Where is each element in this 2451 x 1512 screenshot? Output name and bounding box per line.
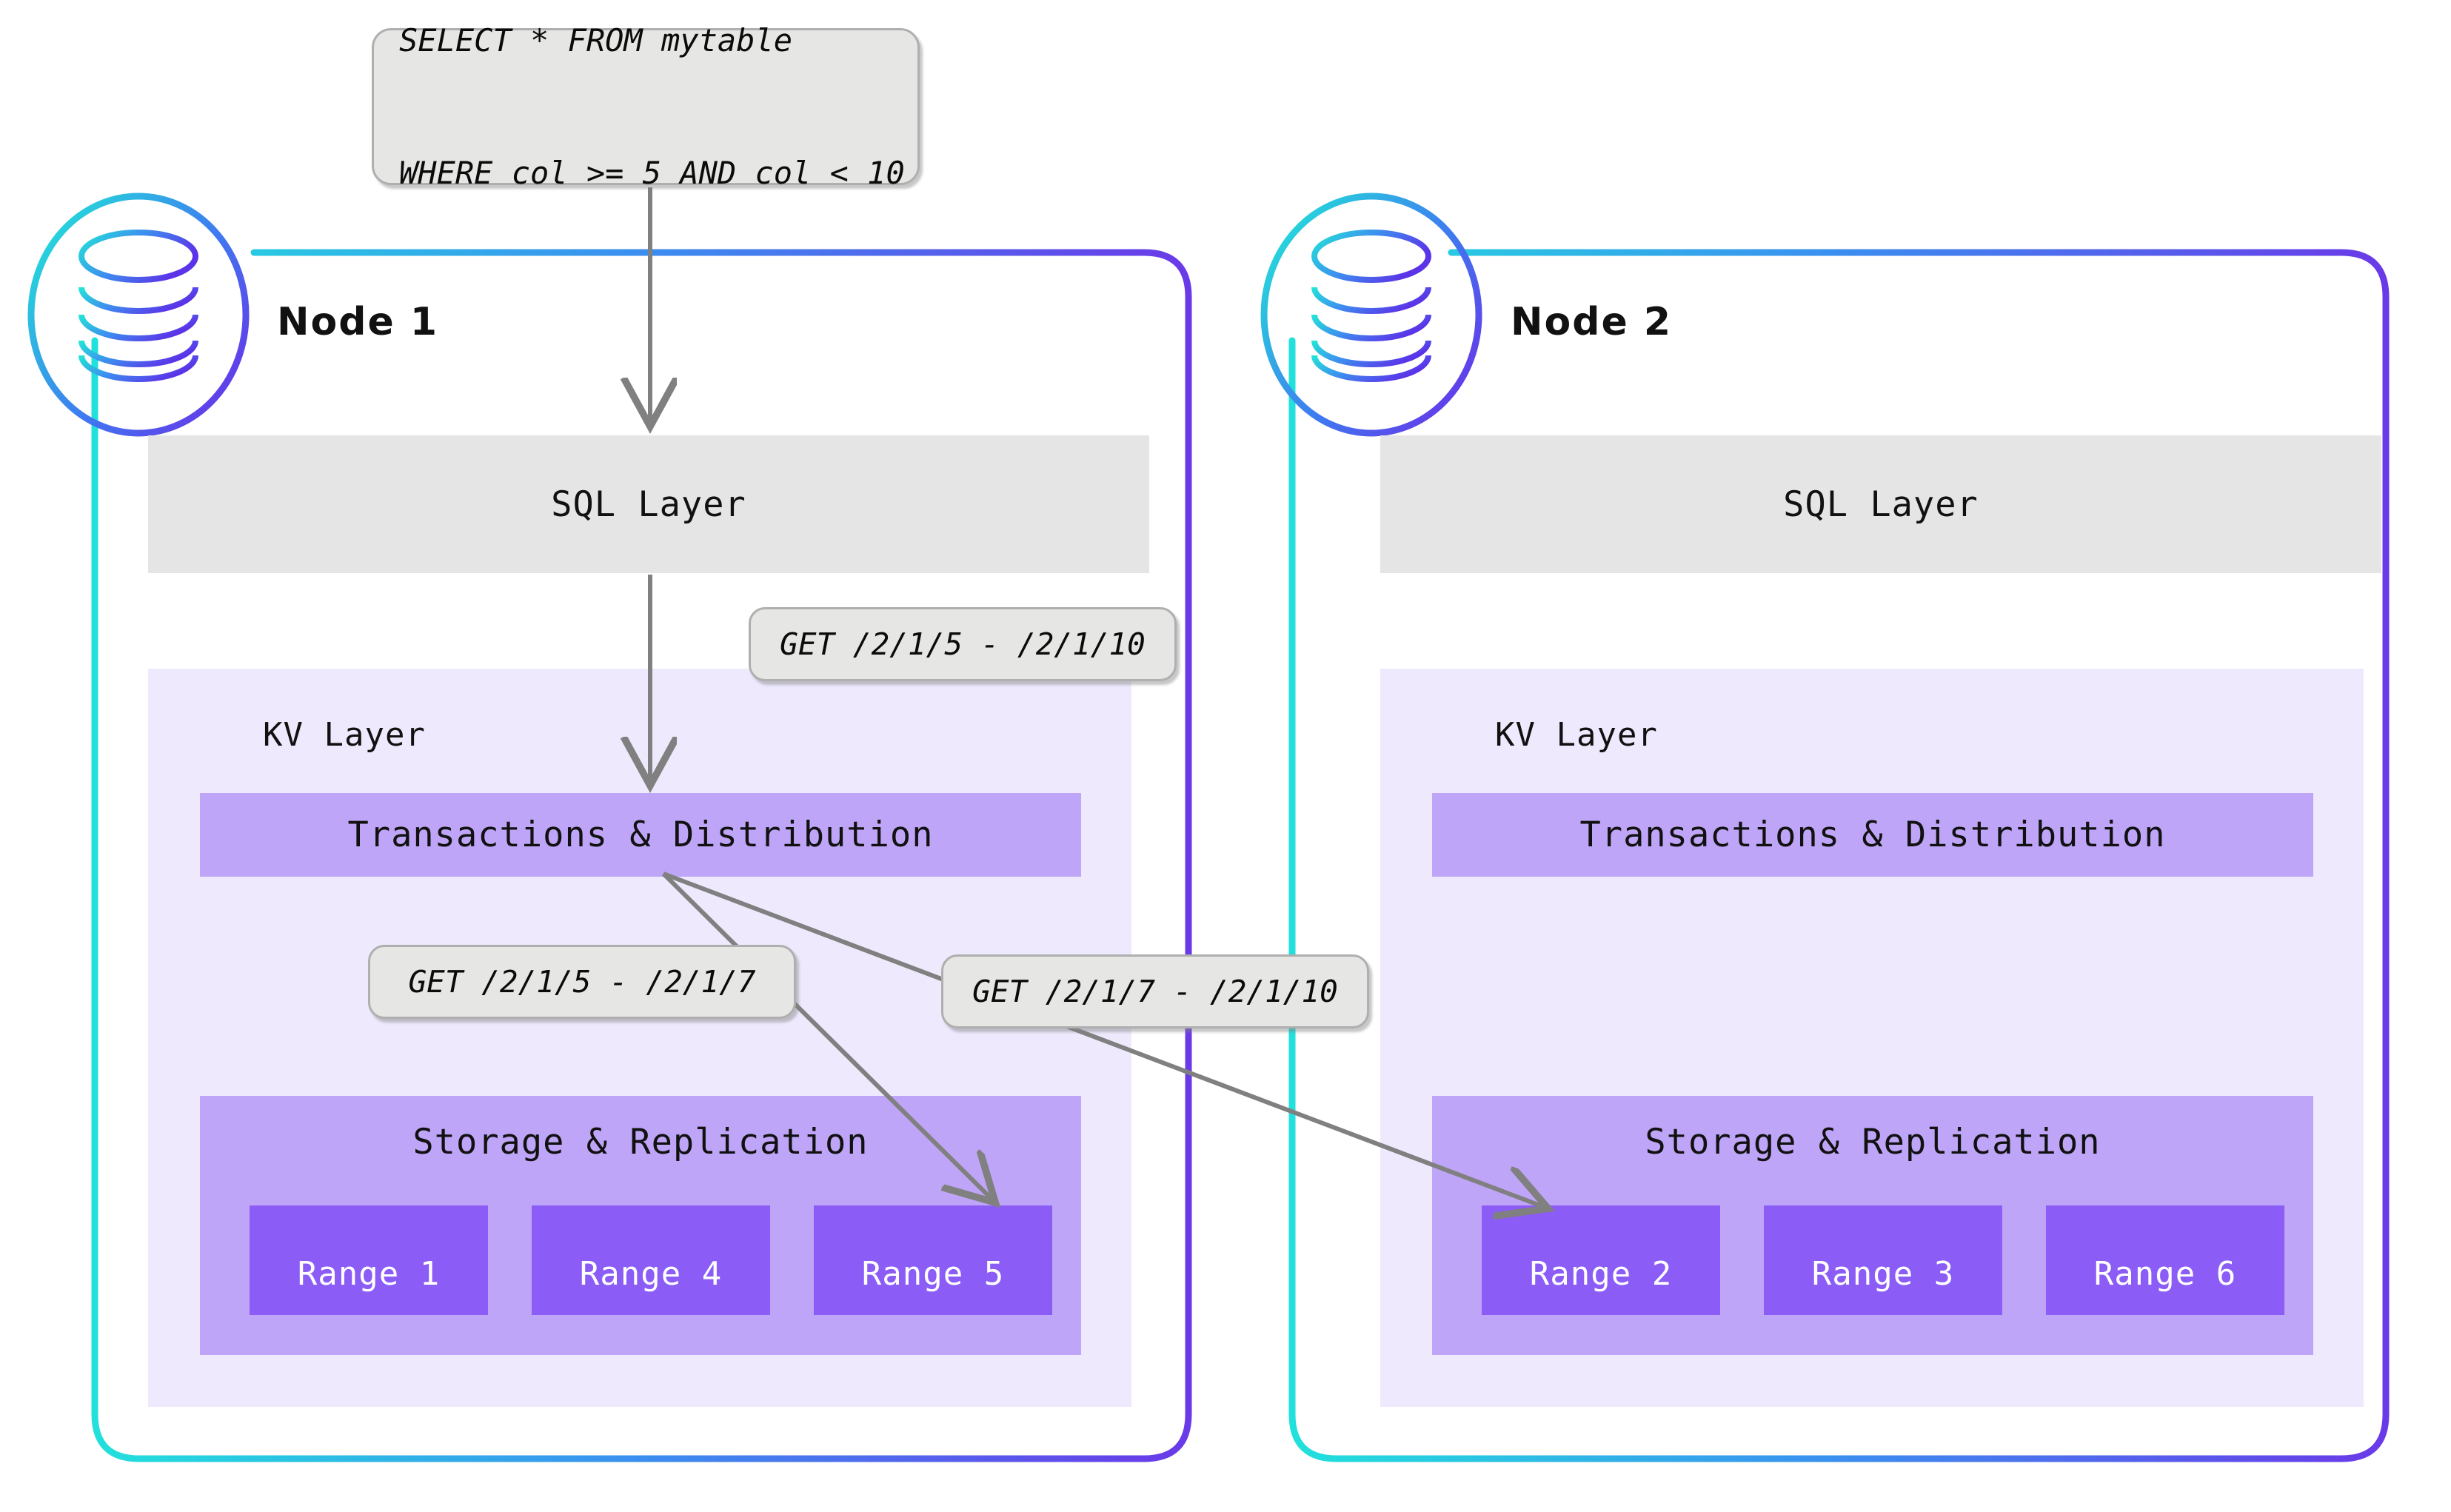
node-2-kv-layer-label: KV Layer [1495, 716, 1658, 754]
node-2-storage-box: Storage & Replication Range 2 Range 3 Ra… [1432, 1096, 2313, 1355]
node-2-sql-layer: SQL Layer [1380, 435, 2381, 573]
query-line-2: WHERE col >= 5 AND col < 10 [399, 154, 905, 191]
node-2-range-2[interactable]: Range 6 [2046, 1205, 2284, 1315]
kv-request-callout: GET /2/1/5 - /2/1/10 [749, 607, 1177, 681]
node-2-storage-label: Storage & Replication [1645, 1122, 2101, 1163]
range-request-local-callout: GET /2/1/5 - /2/1/7 [368, 945, 796, 1019]
sql-query-callout: SELECT * FROM mytable WHERE col >= 5 AND… [372, 22, 920, 191]
node-2-title: Node 2 [1511, 300, 1673, 344]
node-2-kv-layer: KV Layer Transactions & Distribution Sto… [1380, 669, 2364, 1407]
node-2-transactions-box: Transactions & Distribution [1432, 793, 2313, 877]
node-2-range-1[interactable]: Range 3 [1764, 1205, 2002, 1315]
node-2-range-0[interactable]: Range 2 [1482, 1205, 1720, 1315]
query-line-1: SELECT * FROM mytable [399, 21, 793, 58]
range-request-remote-callout: GET /2/1/7 - /2/1/10 [941, 954, 1369, 1028]
